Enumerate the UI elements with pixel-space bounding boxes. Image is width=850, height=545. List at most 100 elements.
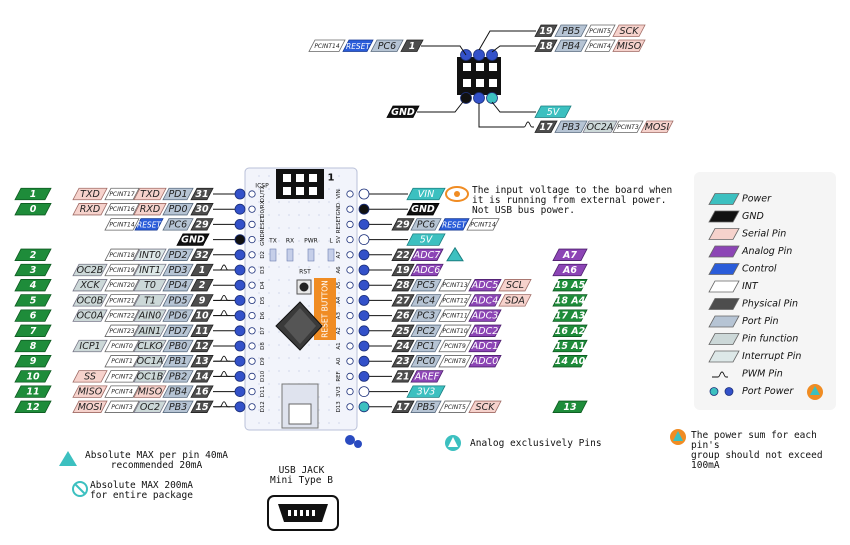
port-tag-text: PC6 xyxy=(378,41,396,52)
power-dot xyxy=(358,234,370,246)
physical-pin-tag-text: 22 xyxy=(396,250,410,261)
port-tag xyxy=(410,309,442,322)
board-texture-dot xyxy=(258,240,260,242)
board-texture-dot xyxy=(328,201,330,203)
analog-tag-text: A7 xyxy=(562,250,577,261)
physical-pin-tag xyxy=(190,370,214,383)
arduino-pin-tag-text: 5 xyxy=(30,295,37,306)
int-tag-text: PCINT16 xyxy=(109,206,135,213)
board-texture-dot xyxy=(278,279,280,281)
pwm-wave-icon xyxy=(214,310,230,317)
analog-tag-text: A6 xyxy=(562,265,577,276)
int-tag xyxy=(104,294,140,307)
board-hole xyxy=(248,387,256,396)
port-dot xyxy=(358,370,370,382)
int-tag-text: PCINT9 xyxy=(444,343,466,350)
board-texture-dot xyxy=(258,201,260,203)
port-dot xyxy=(358,249,370,261)
board-hole xyxy=(346,357,354,365)
physical-pin-tag-text: 29 xyxy=(195,219,209,230)
port-tag xyxy=(162,203,194,216)
board-hole xyxy=(346,220,354,228)
board-pin-label: A0 xyxy=(336,357,342,365)
arduino-pin-tag xyxy=(14,187,52,201)
board-pin-label: RESET xyxy=(336,215,342,233)
board-texture-dot xyxy=(288,357,290,359)
power-tag-text: 3V3 xyxy=(417,387,436,398)
physical-pin-tag-text: 23 xyxy=(396,356,410,367)
board-hole xyxy=(248,236,256,244)
int-tag xyxy=(438,279,472,292)
port-tag xyxy=(554,120,588,133)
icsp-header xyxy=(457,57,501,95)
port-dot xyxy=(234,355,246,367)
serial-tag-text: RXD xyxy=(140,204,160,215)
int-tag xyxy=(584,39,616,52)
board-hole xyxy=(346,266,354,274)
icsp-pin xyxy=(283,187,291,195)
board-pin1-label: 1 xyxy=(328,173,335,184)
rst-label: RST xyxy=(299,269,311,276)
int-tag-text: PCINT17 xyxy=(109,191,135,198)
port-tag xyxy=(410,355,442,368)
int-tag xyxy=(612,120,644,133)
board-pin-label: RESET xyxy=(260,215,266,233)
board-texture-dot xyxy=(278,383,280,385)
pwm-wave-icon xyxy=(214,401,230,408)
gnd-dot xyxy=(234,234,246,246)
pin-function-tag-text: AIN0 xyxy=(138,311,161,322)
port-tag-text: PC2 xyxy=(417,326,435,337)
port-tag xyxy=(162,279,194,292)
physical-pin-tag xyxy=(534,24,558,37)
board-texture-dot xyxy=(298,227,300,229)
board-hole xyxy=(346,296,354,304)
serial-tag xyxy=(498,279,532,292)
physical-pin-tag-text: 27 xyxy=(396,295,410,306)
arduino-pin-tag-text: 19 A5 xyxy=(555,280,586,291)
max-package-note: Absolute MAX 200mA for entire package xyxy=(90,480,193,501)
physical-pin-tag-text: 16 xyxy=(195,387,209,398)
arduino-pin-tag xyxy=(14,294,52,307)
usb-port-slot xyxy=(288,403,312,425)
legend-label: Analog Pin xyxy=(741,246,792,257)
board-texture-dot xyxy=(338,383,340,385)
board-texture-dot xyxy=(268,279,270,281)
port-tag-text: PB4 xyxy=(169,387,187,398)
board-texture-dot xyxy=(338,409,340,411)
int-tag xyxy=(104,187,140,201)
port-tag xyxy=(162,294,194,307)
reset-button-cap[interactable] xyxy=(299,282,309,292)
board-pin-label: GND xyxy=(336,203,342,216)
legend-swatch-interrupt xyxy=(708,350,740,363)
icsp-pin xyxy=(489,79,497,87)
arduino-pin-tag xyxy=(552,339,588,353)
int-tag xyxy=(104,400,140,413)
power-tag xyxy=(406,187,446,201)
control-tag xyxy=(438,218,470,231)
port-tag-text: PD1 xyxy=(168,189,187,200)
board-pin-label: D6 xyxy=(260,311,266,319)
pin-function-tag xyxy=(72,339,108,353)
arduino-pin-tag xyxy=(14,385,52,398)
physical-pin-tag xyxy=(391,248,415,261)
port-tag-text: PC3 xyxy=(417,311,435,322)
analog-tag-text: ADC7 xyxy=(413,250,441,261)
arduino-pin-tag-text: 8 xyxy=(30,341,37,352)
port-tag-text: PB1 xyxy=(169,356,187,367)
icsp-dot xyxy=(473,92,485,104)
board-hole xyxy=(248,220,256,228)
port-dot xyxy=(234,386,246,398)
board-hole xyxy=(346,387,354,396)
physical-pin-tag xyxy=(391,324,415,337)
int-tag-text: PCINT21 xyxy=(109,297,134,304)
board-texture-dot xyxy=(278,214,280,216)
serial-tag-text: TXD xyxy=(140,189,160,200)
board-hole xyxy=(248,403,256,411)
board-pin-label: D5 xyxy=(260,296,266,304)
arduino-pin-tag xyxy=(552,355,588,368)
port-tag xyxy=(162,324,194,337)
board-texture-dot xyxy=(338,396,340,398)
board-pin-label: A2 xyxy=(336,327,342,334)
board-texture-dot xyxy=(278,201,280,203)
physical-pin-tag-text: 9 xyxy=(199,295,206,306)
